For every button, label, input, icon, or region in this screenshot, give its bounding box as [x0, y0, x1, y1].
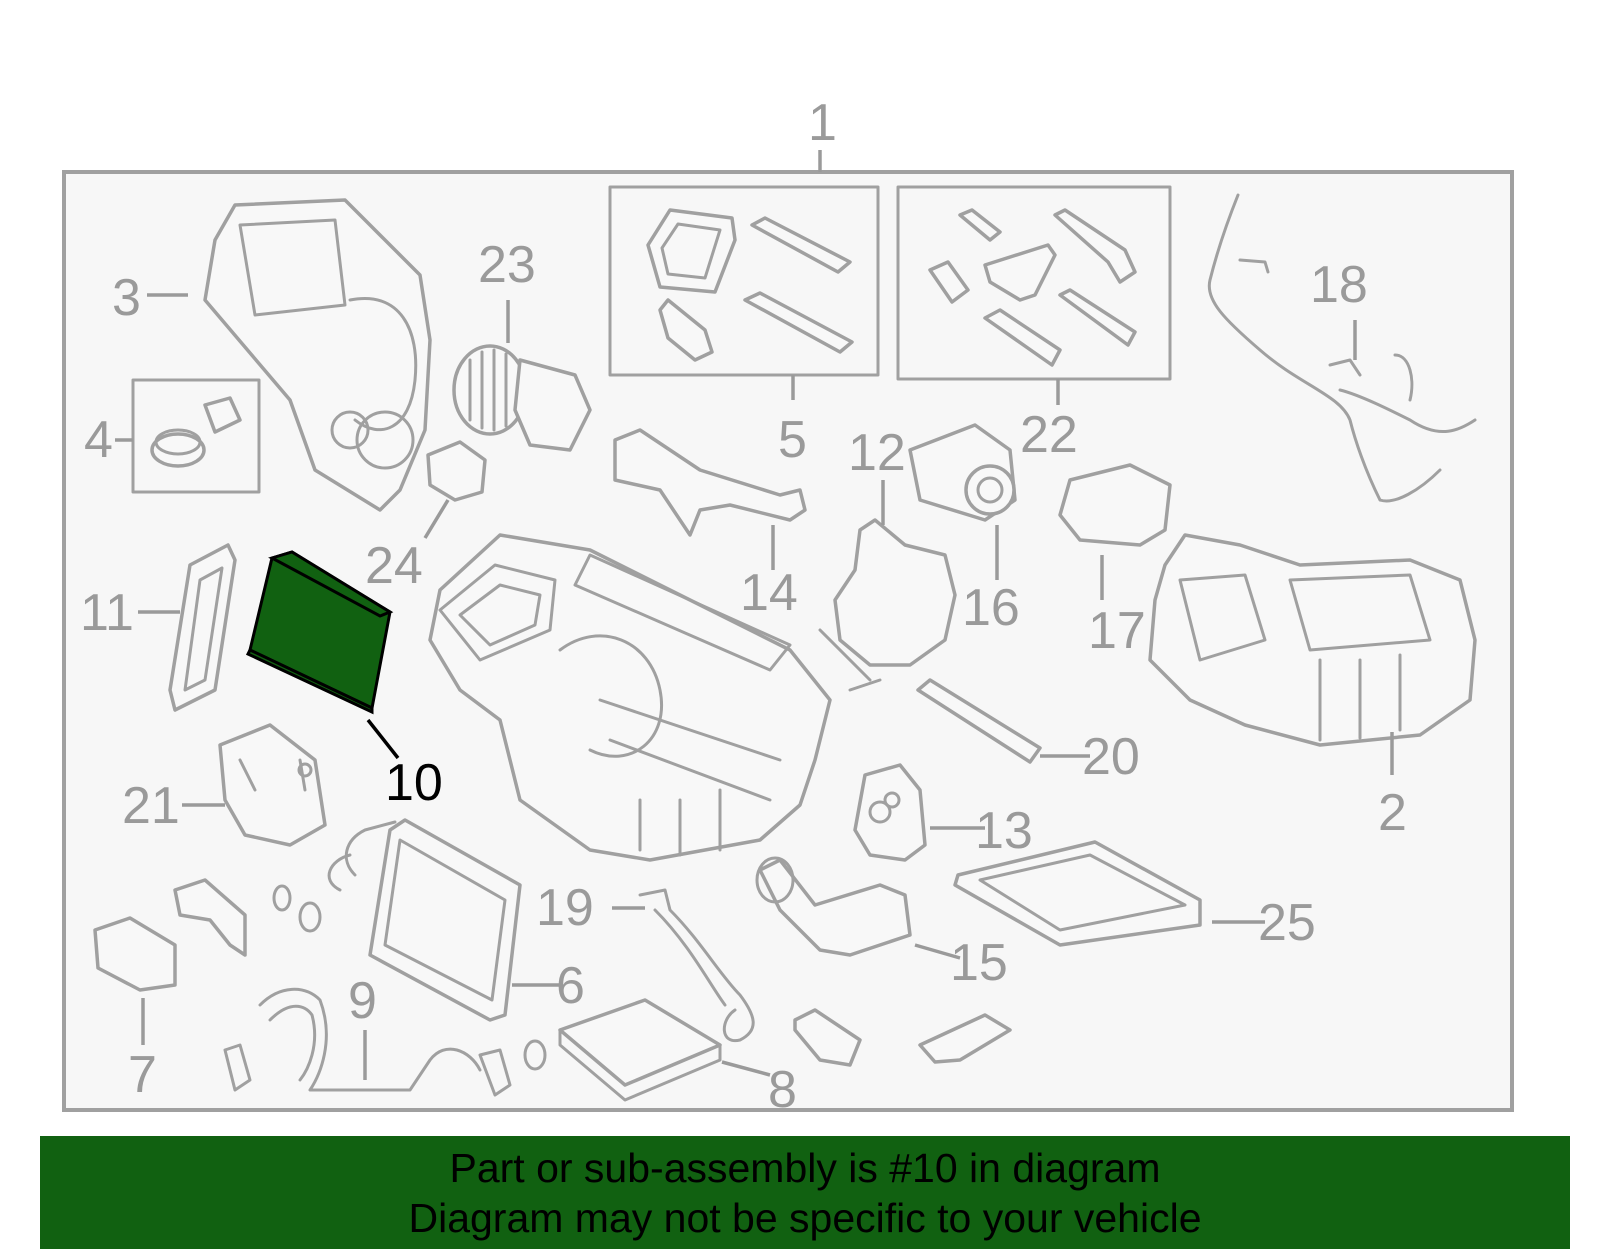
part-5-seal-kit[interactable]: [646, 208, 854, 362]
callout-11: 11: [80, 584, 134, 642]
callout-9: 9: [348, 972, 377, 1030]
callout-24: 24: [365, 537, 423, 595]
caption-line-1: Part or sub-assembly is #10 in diagram: [449, 1144, 1161, 1191]
callout-10: 10: [385, 754, 443, 812]
part-24-resistor[interactable]: [426, 440, 487, 502]
part-14-bracket[interactable]: [613, 428, 807, 537]
callout-16: 16: [962, 579, 1020, 637]
part-5-box: [608, 185, 880, 377]
callout-12: 12: [848, 424, 906, 482]
part-6-evaporator[interactable]: [272, 818, 522, 1022]
clip-pad-left[interactable]: [793, 1008, 862, 1067]
caption-line-2: Diagram may not be specific to your vehi…: [408, 1194, 1202, 1241]
part-17-actuator[interactable]: [1058, 463, 1172, 547]
leader-10: [366, 718, 400, 760]
part-13-actuator[interactable]: [853, 763, 927, 862]
part-8-heater-core[interactable]: [558, 998, 722, 1102]
callout-22: 22: [1020, 406, 1078, 464]
part-2-hvac-case[interactable]: [1148, 533, 1477, 747]
part-12-mode-actuator[interactable]: [818, 518, 957, 692]
part-23-blower-motor[interactable]: [452, 344, 592, 452]
leader-8: [721, 1060, 771, 1077]
clip-pad-right[interactable]: [918, 1013, 1012, 1064]
part-10-cabin-air-filter[interactable]: [245, 550, 394, 715]
leader-15: [914, 943, 961, 960]
callout-3: 3: [112, 269, 141, 327]
callout-7: 7: [128, 1046, 157, 1104]
callout-23: 23: [478, 236, 536, 294]
part-20-seal-strip[interactable]: [916, 678, 1042, 764]
callout-15: 15: [950, 934, 1008, 992]
caption-banner: Part or sub-assembly is #10 in diagram D…: [40, 1136, 1570, 1249]
part-22-hardware-kit[interactable]: [928, 208, 1137, 367]
callout-14: 14: [740, 564, 798, 622]
callout-17: 17: [1088, 602, 1146, 660]
leader-24: [423, 499, 450, 539]
part-22-box: [896, 185, 1172, 381]
callout-2: 2: [1378, 784, 1407, 842]
callout-19: 19: [536, 879, 594, 937]
callout-1: 1: [808, 94, 837, 152]
part-15-duct[interactable]: [755, 856, 912, 957]
callout-6: 6: [556, 957, 585, 1015]
part-18-wiring-harness[interactable]: [1207, 193, 1477, 503]
callout-13: 13: [975, 802, 1033, 860]
part-9-hose[interactable]: [223, 987, 547, 1097]
part-19-drain-tube[interactable]: [638, 888, 755, 1043]
callout-4: 4: [84, 411, 113, 469]
part-3-blower-housing[interactable]: [203, 198, 432, 512]
callout-5: 5: [778, 411, 807, 469]
part-7-bracket[interactable]: [93, 878, 247, 992]
callout-20: 20: [1082, 728, 1140, 786]
callout-25: 25: [1258, 894, 1316, 952]
part-11-seal[interactable]: [168, 543, 237, 712]
part-4-box: [131, 378, 261, 494]
part-16-blend-motor[interactable]: [908, 423, 1017, 522]
callout-21: 21: [122, 777, 180, 835]
hvac-case-center[interactable]: [428, 533, 832, 862]
part-4-actuator-knob[interactable]: [150, 396, 242, 468]
part-21-actuator[interactable]: [218, 723, 327, 847]
callout-18: 18: [1310, 256, 1368, 314]
part-25-filter-frame[interactable]: [953, 840, 1202, 947]
callout-8: 8: [768, 1061, 797, 1119]
